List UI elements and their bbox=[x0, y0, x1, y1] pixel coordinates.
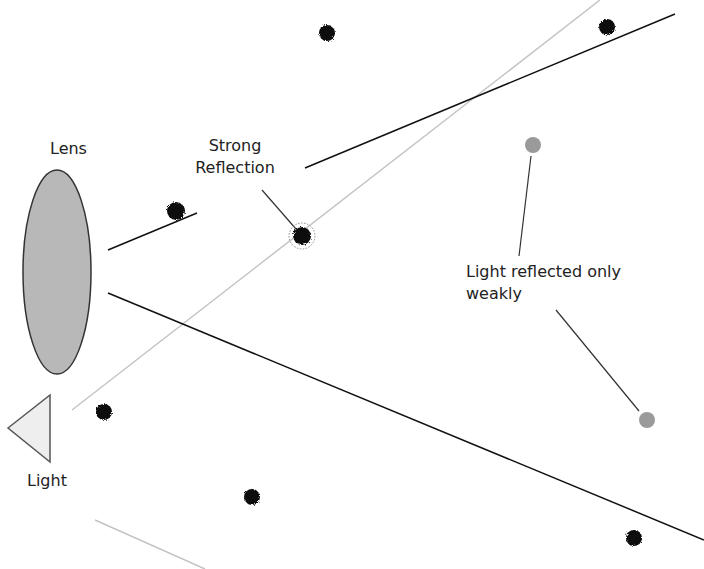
lens-ellipse bbox=[23, 170, 91, 374]
light-beam-line bbox=[72, 0, 600, 410]
particle bbox=[167, 202, 185, 220]
particle bbox=[96, 404, 112, 420]
weak-particle bbox=[639, 412, 655, 428]
view-line bbox=[305, 14, 675, 168]
leader-line bbox=[519, 156, 531, 256]
light-beam-line bbox=[95, 520, 205, 569]
lens-shape-outline bbox=[20, 138, 100, 378]
view-line bbox=[108, 293, 704, 540]
particle bbox=[319, 25, 335, 41]
view-line bbox=[108, 213, 197, 250]
strong-particle bbox=[293, 227, 311, 245]
shape-heading: Light bbox=[5, 390, 85, 492]
particle bbox=[626, 530, 642, 546]
weak-particle bbox=[525, 137, 541, 153]
leader-line bbox=[556, 310, 639, 411]
particle bbox=[599, 19, 615, 35]
reflection-halo bbox=[289, 223, 315, 249]
shape-heading: Lens bbox=[20, 138, 100, 160]
leader-line bbox=[262, 190, 296, 229]
light-triangle bbox=[8, 395, 50, 462]
light-source: Light bbox=[5, 390, 85, 502]
lens-shape: Lens bbox=[20, 138, 100, 378]
callout-label: Light reflected only weakly bbox=[466, 261, 626, 305]
particle bbox=[244, 489, 260, 505]
callout-label: Strong Reflection bbox=[183, 135, 287, 179]
